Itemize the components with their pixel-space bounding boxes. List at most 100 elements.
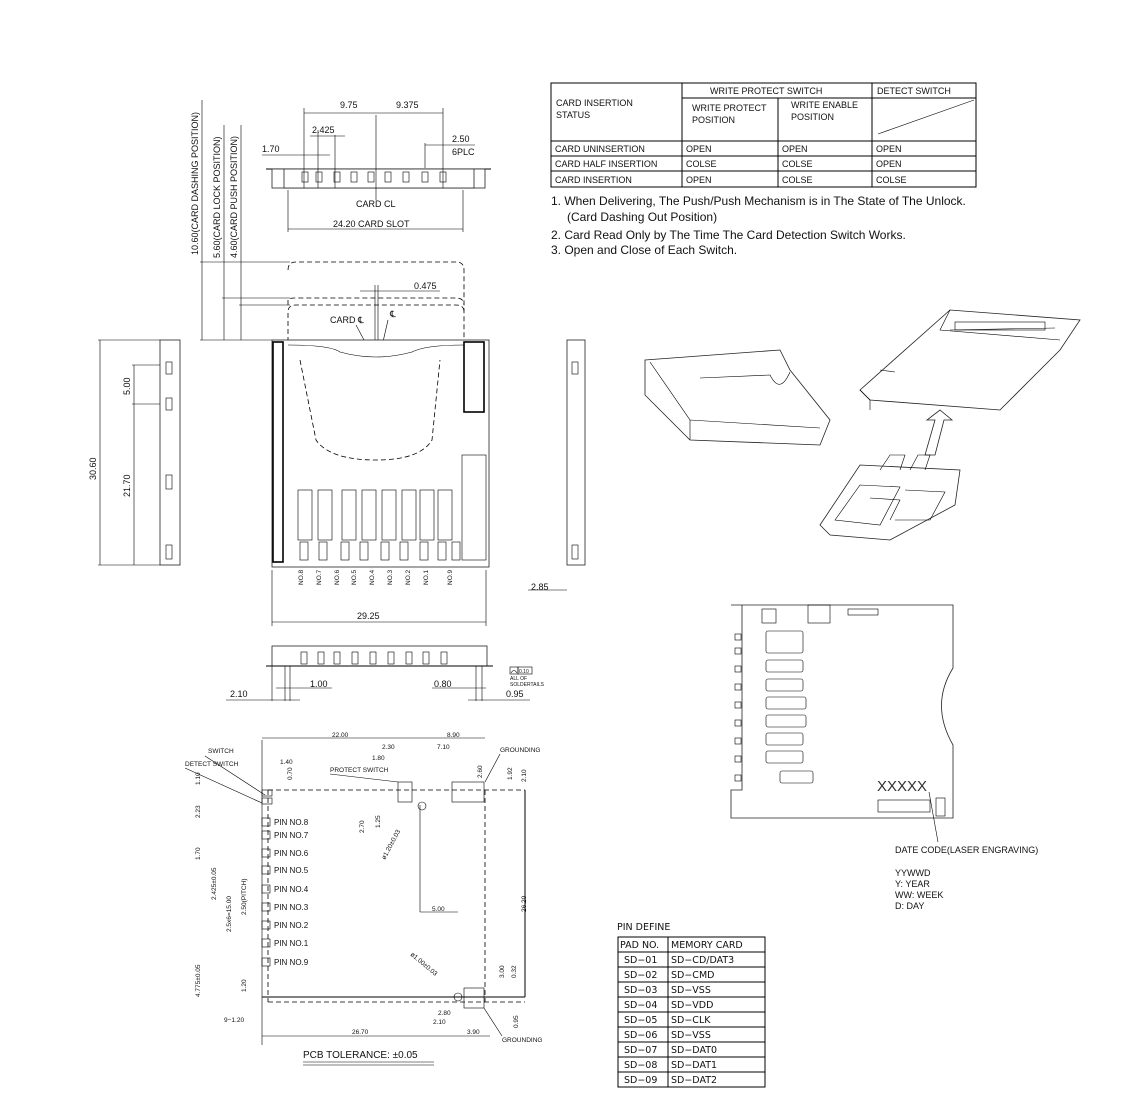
dim-0.70: 0.70 [287, 767, 294, 780]
pcb-tolerance: PCB TOLERANCE: ±0.05 [303, 1050, 418, 1061]
dim-card-push: 4.60(CARD PUSH POSITION) [229, 136, 239, 258]
cell: SD−03 [624, 985, 657, 996]
pin-label: NO.5 [351, 569, 358, 585]
header-write-protect-switch: WRITE PROTECT SWITCH [710, 86, 822, 96]
table-row: CARD UNINSERTION OPEN OPEN OPEN [555, 144, 902, 154]
dim-9.375: 9.375 [396, 100, 419, 110]
pin-label: NO.3 [387, 569, 394, 585]
date-week: WW: WEEK [895, 890, 943, 900]
right-side-view: 2.85 [528, 339, 586, 592]
dim-9-1.20: 9−1.20 [224, 1017, 244, 1024]
cell: COLSE [876, 175, 907, 185]
pin-label: NO.9 [447, 569, 454, 585]
cell: SD−VDD [671, 1000, 713, 1011]
dim-1.70: 1.70 [262, 144, 280, 154]
dim-30.60: 30.60 [88, 457, 98, 480]
pin-label: PIN NO.4 [274, 885, 309, 894]
header-protect-position: WRITE PROTECT [692, 103, 767, 113]
pin-label: PIN NO.1 [274, 939, 309, 948]
date-year: Y: YEAR [895, 879, 930, 889]
dim-2.425: 2.425 [312, 125, 335, 135]
dim-7.10: 7.10 [437, 744, 450, 751]
dim-2.85: 2.85 [531, 582, 549, 592]
dim-0.95: 0.95 [506, 689, 524, 699]
dim-8.90: 8.90 [447, 732, 460, 739]
cell: CARD UNINSERTION [555, 144, 645, 154]
pin-row: SD−06 SD−VSS [624, 1030, 711, 1041]
soldertails-label: SOLDERTAILS [510, 682, 545, 688]
cell: SD−DAT0 [671, 1045, 717, 1056]
dim-1.25: 1.25 [375, 815, 382, 828]
date-format: YYWWD [895, 868, 931, 878]
centerline-label: ℄ [389, 309, 396, 319]
plan-view: NO.8 NO.7 NO.6 NO.5 NO.4 NO.3 NO.2 NO.1 … [271, 339, 490, 626]
cell: SD−VSS [671, 985, 711, 996]
note-1b: (Card Dashing Out Position) [567, 210, 717, 224]
dim-2.10: 2.10 [230, 689, 248, 699]
protect-switch-label: PROTECT SWITCH [330, 767, 389, 774]
pin-labels: NO.8 NO.7 NO.6 NO.5 NO.4 NO.3 NO.2 NO.1 … [298, 569, 454, 585]
cell: SD−06 [624, 1030, 657, 1041]
top-view: 9.75 9.375 2.425 1.70 2.50 6PLC CARD CL … [262, 100, 491, 232]
pcb-pin-labels: PIN NO.8 PIN NO.7 PIN NO.6 PIN NO.5 PIN … [274, 818, 309, 967]
cell: COLSE [782, 175, 813, 185]
header-enable-position: WRITE ENABLE [791, 100, 858, 110]
cell: SD−05 [624, 1015, 657, 1026]
dim-card-dashing: 10.60(CARD DASHING POSITION) [190, 112, 200, 255]
cell: SD−CMD [671, 970, 714, 981]
dim-2.23: 2.23 [195, 805, 202, 818]
cell: SD−01 [624, 955, 657, 966]
insert-arrow-icon [924, 409, 954, 456]
pin-define-title: PIN DEFINE [617, 922, 670, 933]
dim-0.95: 0.95 [513, 1015, 520, 1028]
switch-status-table: CARD INSERTION STATUS WRITE PROTECT SWIT… [550, 82, 977, 188]
header-memory-card: MEMORY CARD [671, 940, 743, 951]
dim-26.70: 26.70 [352, 1029, 369, 1036]
pin-label: PIN NO.2 [274, 921, 309, 930]
pin-label: PIN NO.3 [274, 903, 309, 912]
cell: CARD INSERTION [555, 175, 632, 185]
cell: SD−02 [624, 970, 657, 981]
note-3: 3. Open and Close of Each Switch. [551, 243, 737, 257]
dim-1.70: 1.70 [195, 847, 202, 860]
dim-0.32: 0.32 [511, 965, 518, 978]
dim-1.20: 1.20 [241, 979, 248, 992]
pin-label: NO.6 [334, 569, 341, 585]
pin-row: SD−05 SD−CLK [624, 1015, 711, 1026]
cell: SD−VSS [671, 1030, 711, 1041]
pin-label: NO.2 [405, 569, 412, 585]
dim-card-lock: 5.60(CARD LOCK POSITION) [212, 136, 222, 258]
flatness-icon [510, 670, 518, 674]
bottom-view: XXXXX DATE CODE(LASER ENGRAVING) YYWWD Y… [730, 604, 1038, 911]
pin-label: PIN NO.8 [274, 818, 309, 827]
header-status: CARD INSERTION [556, 98, 633, 108]
cell: COLSE [782, 159, 813, 169]
dim-2.425: 2.425±0.05 [211, 867, 218, 900]
notes: 1. When Delivering, The Push/Push Mechan… [551, 194, 966, 257]
cell: SD−CLK [671, 1015, 711, 1026]
left-side-view: 30.60 21.70 5.00 [88, 339, 181, 566]
pin-label: NO.4 [369, 569, 376, 585]
switch-label: SWITCH [208, 748, 234, 755]
grounding-bottom-label: GROUNDING [502, 1037, 542, 1044]
cell: OPEN [686, 144, 712, 154]
card-cl-label: CARD CL [356, 199, 396, 209]
cell: SD−08 [624, 1060, 657, 1071]
dim-2.10-top: 2.10 [521, 769, 528, 782]
pin-row: SD−02 SD−CMD [624, 970, 714, 981]
table-row: CARD INSERTION OPEN COLSE COLSE [555, 175, 907, 185]
dim-2.50: 2.50 [452, 134, 470, 144]
dim-6plc: 6PLC [452, 147, 475, 157]
dim-1.10: 1.10 [195, 772, 202, 785]
dim-15.00: 2.5x6=15.00 [226, 896, 233, 932]
dim-1.92: 1.92 [507, 767, 514, 780]
dim-21.70: 21.70 [122, 474, 132, 497]
date-code-marking: XXXXX [877, 778, 927, 795]
